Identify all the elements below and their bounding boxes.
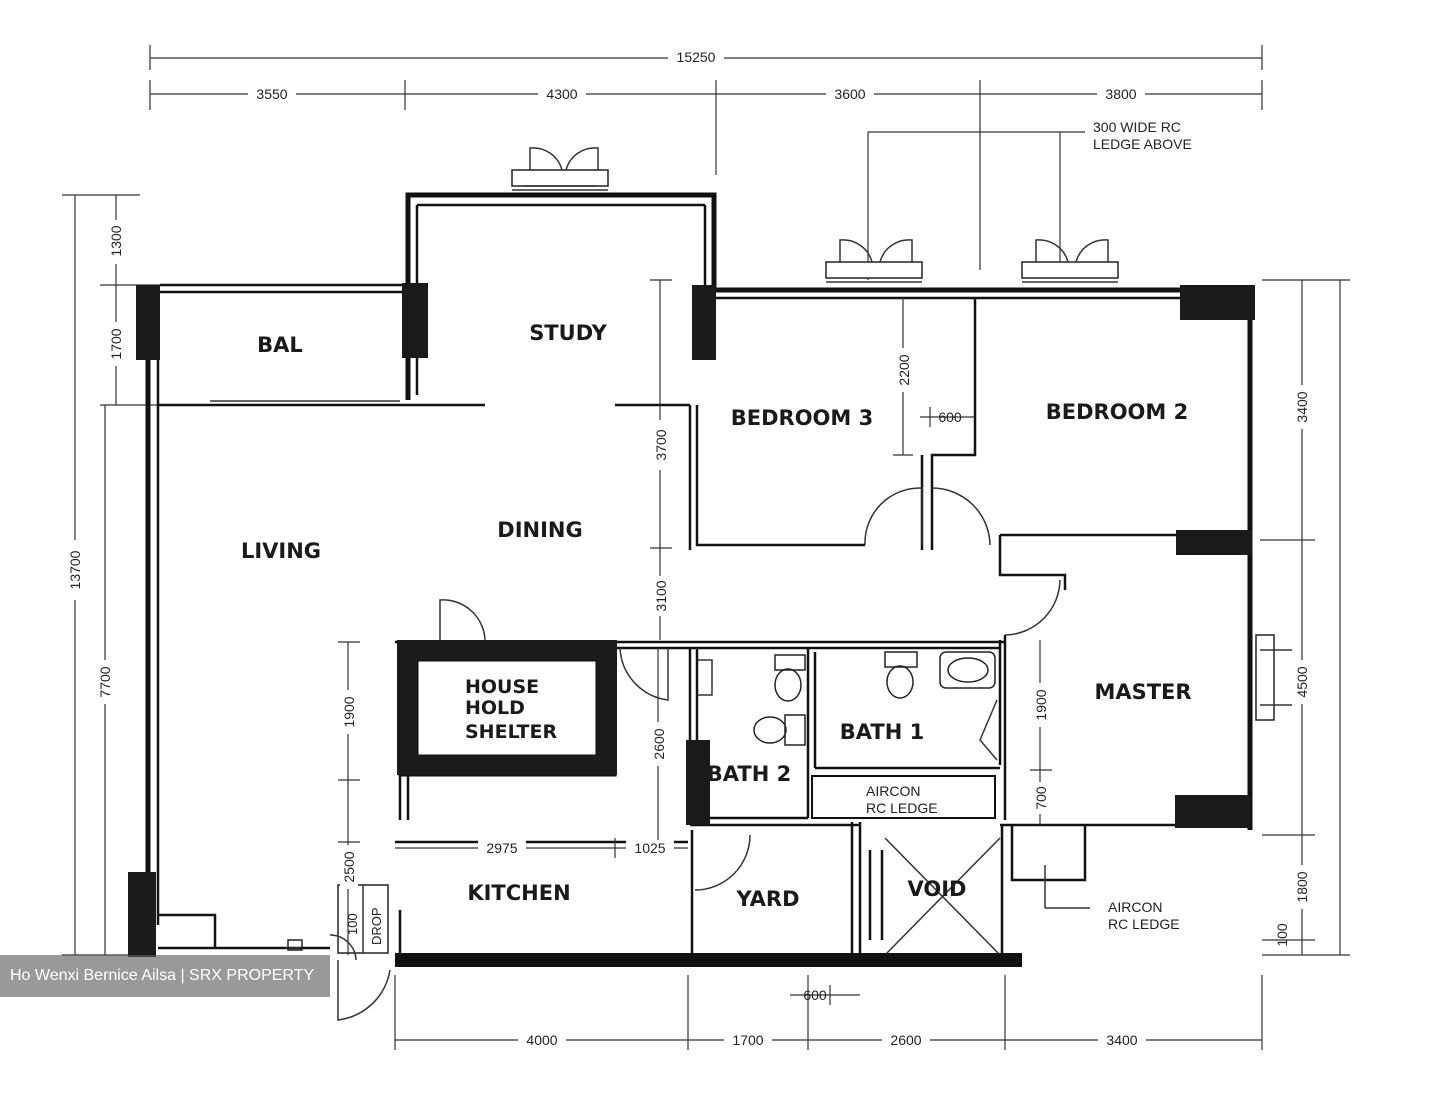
overall-width-dim: 15250 [677,49,716,65]
left-outer-dim: 13700 [67,550,83,589]
bottom-dimensions: 4000 1700 2600 3400 600 [394,975,1263,1050]
left-lower-dim: 7700 [97,666,113,697]
master-700-dim: 700 [1033,786,1049,810]
top-dim-3: 3600 [834,86,865,102]
label-shelter-2: HOLD [465,697,525,719]
label-kitchen: KITCHEN [467,881,570,905]
aircon-ledge-2a: AIRCON [1108,899,1162,915]
shelter-1900-dim: 1900 [341,696,357,727]
right-dim-3400: 3400 [1294,391,1310,422]
right-dim-100: 100 [1274,923,1290,947]
bath2-2600-dim: 2600 [651,728,667,759]
bed3-600-dim: 600 [938,409,962,425]
top-dimensions: 15250 3550 4300 3600 3800 300 WIDE RC LE… [149,45,1263,280]
label-shelter-3: SHELTER [465,721,557,743]
refuse-drop-dim: 100 [345,913,360,935]
label-master: MASTER [1094,680,1191,704]
aircon-ledge-2b: RC LEDGE [1108,916,1180,932]
kitchen-2975-dim: 2975 [486,840,517,856]
aircon-ledge-1b: RC LEDGE [866,800,938,816]
right-dim-1800: 1800 [1294,871,1310,902]
label-yard: YARD [735,887,799,911]
right-dimensions: 3400 4500 1800 100 [1260,279,1350,956]
ledge-above-note-1: 300 WIDE RC [1093,119,1181,135]
bottom-dim-4: 3400 [1106,1032,1137,1048]
bottom-dim-2: 1700 [732,1032,763,1048]
right-dim-4500: 4500 [1294,666,1310,697]
refuse-drop-label: DROP [369,907,384,945]
label-void: VOID [908,877,967,901]
watermark: Ho Wenxi Bernice Ailsa | SRX PROPERTY [0,955,330,997]
top-dim-1: 3550 [256,86,287,102]
kitchen-1025-dim: 1025 [634,840,665,856]
top-dim-4: 3800 [1105,86,1136,102]
aircon-ledge-1a: AIRCON [866,783,920,799]
columns [128,283,1255,957]
bed3-depth-dim: 2200 [896,354,912,385]
bottom-dim-1: 4000 [526,1032,557,1048]
bottom-dim-3: 2600 [890,1032,921,1048]
label-bedroom-3: BEDROOM 3 [731,406,873,430]
windows-doors [285,147,1292,1021]
label-bath-2: BATH 2 [707,762,791,786]
ledge-above-note-2: LEDGE ABOVE [1093,136,1192,152]
label-shelter-1: HOUSE [465,676,539,698]
shelter-2500-dim: 2500 [341,851,357,882]
left-dim-1700: 1700 [108,328,124,359]
left-dim-1300: 1300 [108,225,124,256]
label-study: STUDY [529,321,607,345]
label-bath-1: BATH 1 [840,720,924,744]
study-depth-dim: 3700 [653,429,669,460]
study-3100-dim: 3100 [653,580,669,611]
room-labels: BAL STUDY BEDROOM 3 BEDROOM 2 LIVING DIN… [241,321,1192,945]
top-dim-2: 4300 [546,86,577,102]
label-living: LIVING [241,539,321,563]
fixtures [753,651,996,746]
label-bal: BAL [257,333,303,357]
interior-dimensions: 3700 3100 2200 600 1900 2500 2600 2975 1… [338,279,1052,955]
label-dining: DINING [497,518,582,542]
bottom-dim-600: 600 [803,987,827,1003]
label-bedroom-2: BEDROOM 2 [1046,400,1188,424]
master-1900-dim: 1900 [1033,689,1049,720]
